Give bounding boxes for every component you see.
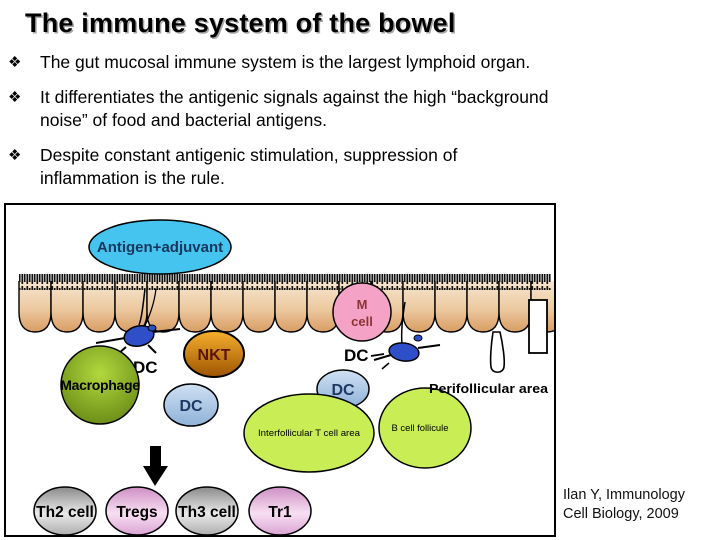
- b-cell-follicule-label: B cell follicule: [392, 423, 449, 433]
- tr1-cell-label: Tr1: [268, 504, 292, 521]
- diagram-canvas: Antigen+adjuvant M cell: [18, 219, 554, 535]
- gut-immune-diagram: Antigen+adjuvant M cell: [4, 203, 556, 537]
- macrophage-ellipse: [60, 345, 140, 425]
- dc-pointer-label-2: DC: [344, 346, 369, 365]
- citation-line1: Ilan Y, Immunology: [563, 487, 685, 503]
- b-cell-follicule-ellipse: [378, 387, 472, 469]
- goblet-cell: [489, 331, 506, 374]
- perifollicular-area-label: Perifollicular area: [429, 381, 549, 396]
- m-cell-label-line2: cell: [351, 314, 373, 329]
- bullet-text: Despite constant antigenic stimulation, …: [40, 145, 458, 188]
- dendritic-cell-1: [95, 288, 181, 355]
- bullet-diamond-icon: ❖: [8, 89, 22, 106]
- dc-pointer-label-1: DC: [133, 358, 158, 377]
- epithelium: [18, 274, 554, 333]
- tregs-cell-label: Tregs: [116, 504, 157, 521]
- m-cell-ellipse: [332, 282, 392, 342]
- dc-cell-1-ellipse: [163, 383, 219, 427]
- bullet-text: It differentiates the antigenic signals …: [40, 87, 549, 130]
- bullet-item: ❖ Despite constant antigenic stimulation…: [8, 144, 712, 190]
- macrophage-label: Macrophage: [60, 377, 140, 393]
- interfollicular-area-label: Interfollicular T cell area: [258, 428, 361, 439]
- bullet-text: The gut mucosal immune system is the lar…: [40, 52, 531, 72]
- slide-title: The immune system of the bowel: [25, 8, 456, 38]
- tregs-cell-ellipse: [105, 486, 169, 535]
- bullet-item: ❖ It differentiates the antigenic signal…: [8, 86, 712, 132]
- dc-cell-1-label: DC: [179, 398, 203, 415]
- th3-cell-ellipse: [175, 486, 239, 535]
- bullet-diamond-icon: ❖: [8, 54, 22, 71]
- antigen-adjuvant-label: Antigen+adjuvant: [97, 239, 223, 256]
- dendritic-cell-2: [373, 301, 441, 370]
- brush-border: [19, 274, 551, 290]
- m-cell-label-line1: M: [357, 297, 368, 312]
- tr1-cell-ellipse: [248, 486, 312, 535]
- effector-cell-row: Th2 cell Tregs Th3 cell Tr1: [33, 486, 312, 535]
- nkt-cell-ellipse: [183, 330, 245, 378]
- th3-cell-label: Th3 cell: [178, 504, 236, 521]
- dc-pointer-line: [370, 353, 385, 357]
- down-arrow-icon: [143, 446, 168, 486]
- citation: Ilan Y, Immunology Cell Biology, 2009: [563, 486, 685, 524]
- citation-line2: Cell Biology, 2009: [563, 506, 679, 522]
- bullet-item: ❖ The gut mucosal immune system is the l…: [8, 51, 712, 74]
- interfollicular-area-ellipse: [243, 393, 375, 473]
- bullet-diamond-icon: ❖: [8, 147, 22, 164]
- epithelial-cell-outline: [528, 299, 548, 354]
- dc-cell-2-label: DC: [331, 382, 355, 399]
- bullet-list: ❖ The gut mucosal immune system is the l…: [8, 51, 712, 202]
- th2-cell-label: Th2 cell: [36, 504, 94, 521]
- nkt-label: NKT: [198, 347, 231, 364]
- th2-cell-ellipse: [33, 486, 97, 535]
